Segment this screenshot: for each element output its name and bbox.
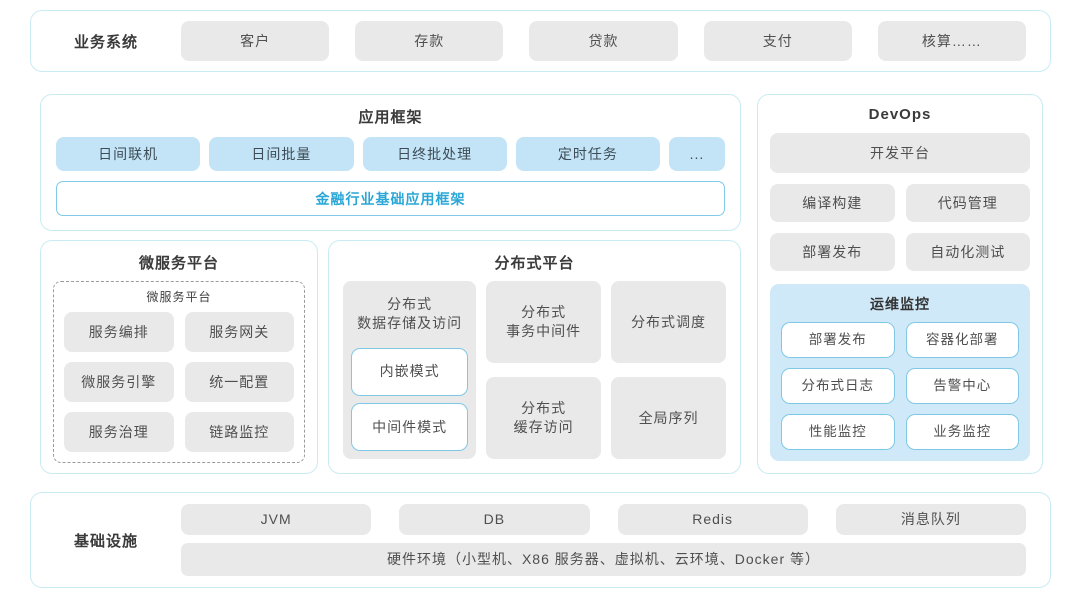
section-business-systems: 业务系统 客户 存款 贷款 支付 核算…… [30, 10, 1051, 72]
financial-base-framework: 金融行业基础应用框架 [56, 181, 725, 216]
appfw-item-daytime-batch: 日间批量 [209, 137, 354, 171]
business-systems-row: 客户 存款 贷款 支付 核算…… [181, 21, 1027, 61]
section-distributed-platform: 分布式平台 分布式 数据存储及访问 内嵌模式 中间件模式 分布式 事务中间件 [328, 240, 741, 474]
distributed-storage-label-line1: 分布式 [387, 296, 433, 312]
distributed-transaction-line2: 事务中间件 [506, 323, 582, 339]
business-item-accounting: 核算…… [877, 21, 1027, 61]
ops-monitor-grid: 部署发布 容器化部署 分布式日志 告警中心 性能监控 业务监控 [781, 322, 1019, 450]
section-microservice-platform: 微服务平台 微服务平台 服务编排 服务网关 微服务引擎 统一配置 服务治理 链路… [40, 240, 318, 474]
infra-hardware-environment: 硬件环境（小型机、X86 服务器、虚拟机、云环境、Docker 等） [181, 543, 1026, 576]
micro-item-trace-monitor: 链路监控 [184, 412, 294, 452]
ops-item-distributed-log: 分布式日志 [781, 368, 895, 404]
devops-item-build: 编译构建 [770, 184, 895, 222]
ops-item-business-monitor: 业务监控 [905, 414, 1019, 450]
ops-monitor-title: 运维监控 [870, 296, 930, 312]
microservice-title: 微服务平台 [138, 255, 219, 272]
appfw-item-eod-batch: 日终批处理 [362, 137, 507, 171]
infra-item-jvm: JVM [181, 504, 372, 535]
devops-item-deploy: 部署发布 [770, 233, 895, 271]
devops-body: 开发平台 编译构建 代码管理 部署发布 自动化测试 运维监控 部署发布 容器化部… [758, 123, 1042, 473]
micro-item-orchestration: 服务编排 [64, 312, 174, 352]
distributed-global-sequence: 全局序列 [611, 377, 727, 459]
ops-item-alert-center: 告警中心 [905, 368, 1019, 404]
distributed-storage-label: 分布式 数据存储及访问 [351, 289, 468, 341]
appfw-item-more: ... [669, 137, 725, 171]
infrastructure-row: JVM DB Redis 消息队列 [181, 504, 1026, 535]
storage-mode-embedded: 内嵌模式 [351, 347, 469, 396]
devops-item-auto-test: 自动化测试 [905, 233, 1030, 271]
distributed-cache-line2: 缓存访问 [513, 419, 574, 435]
business-item-loan: 贷款 [529, 21, 678, 61]
infra-item-db: DB [399, 504, 590, 535]
app-framework-title: 应用框架 [358, 109, 423, 126]
microservice-grid: 服务编排 服务网关 微服务引擎 统一配置 服务治理 链路监控 [64, 312, 294, 452]
distributed-body: 分布式 数据存储及访问 内嵌模式 中间件模式 分布式 事务中间件 分布式 缓存访… [329, 273, 740, 473]
business-item-deposit: 存款 [355, 21, 504, 61]
devops-item-code-mgmt: 代码管理 [905, 184, 1030, 222]
distributed-storage-group: 分布式 数据存储及访问 内嵌模式 中间件模式 [343, 281, 477, 459]
microservice-inner-title: 微服务平台 [146, 290, 212, 304]
ops-item-container-deploy: 容器化部署 [905, 322, 1019, 358]
ops-item-perf-monitor: 性能监控 [781, 414, 895, 450]
section-app-framework: 应用框架 日间联机 日间批量 日终批处理 定时任务 ... 金融行业基础应用框架 [40, 94, 741, 231]
devops-grid: 编译构建 代码管理 部署发布 自动化测试 [770, 184, 1030, 271]
distributed-transaction-middleware: 分布式 事务中间件 [486, 281, 602, 363]
micro-item-governance: 服务治理 [64, 412, 174, 452]
ops-monitor-panel: 运维监控 部署发布 容器化部署 分布式日志 告警中心 性能监控 业务监控 [770, 284, 1030, 461]
distributed-title: 分布式平台 [494, 255, 575, 272]
storage-mode-middleware: 中间件模式 [351, 402, 469, 451]
appfw-item-daytime-online: 日间联机 [56, 137, 201, 171]
infrastructure-label: 基础设施 [73, 532, 138, 550]
section-infrastructure: 基础设施 JVM DB Redis 消息队列 硬件环境（小型机、X86 服务器、… [30, 492, 1051, 588]
devops-title: DevOps [868, 106, 932, 123]
micro-item-unified-config: 统一配置 [184, 362, 294, 402]
devops-dev-platform: 开发平台 [770, 133, 1030, 173]
infra-item-mq: 消息队列 [835, 504, 1026, 535]
app-framework-row: 日间联机 日间批量 日终批处理 定时任务 ... [56, 137, 725, 171]
business-item-customer: 客户 [181, 21, 330, 61]
business-systems-label: 业务系统 [73, 33, 138, 51]
distributed-col-middle: 分布式 事务中间件 分布式 缓存访问 [486, 281, 602, 459]
infrastructure-body: JVM DB Redis 消息队列 硬件环境（小型机、X86 服务器、虚拟机、云… [181, 504, 1026, 576]
distributed-col-right: 分布式调度 全局序列 [611, 281, 727, 459]
section-devops: DevOps 开发平台 编译构建 代码管理 部署发布 自动化测试 运维监控 部署… [757, 94, 1043, 474]
infra-item-redis: Redis [617, 504, 808, 535]
appfw-item-scheduled-task: 定时任务 [515, 137, 660, 171]
distributed-transaction-line1: 分布式 [521, 304, 567, 321]
ops-item-deploy-release: 部署发布 [781, 322, 895, 358]
microservice-dashed-panel: 微服务平台 服务编排 服务网关 微服务引擎 统一配置 服务治理 链路监控 [53, 281, 305, 463]
distributed-storage-label-line2: 数据存储及访问 [357, 314, 463, 331]
distributed-cache-access: 分布式 缓存访问 [486, 377, 602, 459]
business-item-payment: 支付 [703, 21, 852, 61]
distributed-scheduler: 分布式调度 [611, 281, 727, 363]
micro-item-engine: 微服务引擎 [64, 362, 174, 402]
app-framework-body: 日间联机 日间批量 日终批处理 定时任务 ... 金融行业基础应用框架 [41, 127, 740, 216]
distributed-cache-line1: 分布式 [521, 400, 567, 417]
micro-item-gateway: 服务网关 [184, 312, 294, 352]
